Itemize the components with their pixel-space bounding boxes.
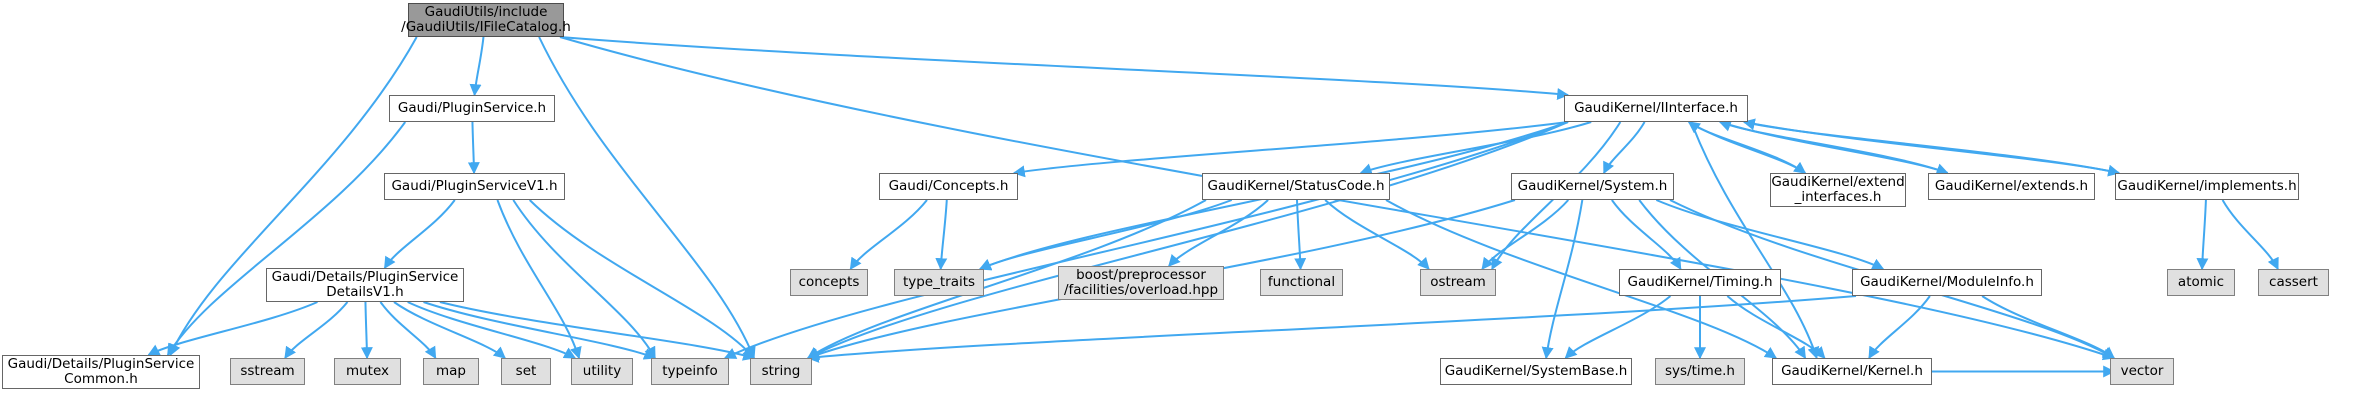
graph-edge-pluginservice-to-pluginservicev1 — [467, 121, 480, 175]
graph-node-pluginservicev1[interactable]: Gaudi/PluginServiceV1.h — [384, 173, 565, 200]
graph-edge-iinterface-to-kernel_h — [1690, 121, 1820, 360]
graph-edge-ifilecatalog-to-pluginservice — [469, 36, 485, 97]
graph-edge-timing_h-to-kernel_h — [1726, 295, 1826, 359]
graph-node-set[interactable]: set — [501, 358, 551, 385]
graph-node-sstream[interactable]: sstream — [230, 358, 305, 385]
graph-edge-psdetailsv1-to-set — [393, 301, 506, 359]
graph-edge-iinterface-to-extend_if — [1688, 121, 1807, 174]
graph-node-moduleinfo_h[interactable]: GaudiKernel/ModuleInfo.h — [1852, 269, 2042, 296]
graph-node-concepts[interactable]: concepts — [790, 269, 868, 296]
graph-edge-implements_h-to-iinterface — [1742, 118, 2120, 174]
graph-edge-pluginservicev1-to-string — [528, 199, 755, 359]
graph-edge-iinterface-to-implements_h — [1743, 121, 2121, 177]
graph-edge-psdetailsv1-to-sstream — [284, 301, 349, 359]
graph-edge-psdetailsv1-to-string — [439, 301, 756, 361]
graph-node-pscommon[interactable]: Gaudi/Details/PluginService Common.h — [2, 355, 200, 389]
graph-node-concepts_h[interactable]: Gaudi/Concepts.h — [879, 173, 1018, 200]
graph-node-ifilecatalog[interactable]: GaudiUtils/include /GaudiUtils/IFileCata… — [401, 3, 571, 37]
graph-edge-moduleinfo_h-to-string — [806, 295, 1857, 363]
graph-edge-system_h-to-moduleinfo_h — [1655, 199, 1885, 270]
graph-edge-statuscode-to-type_traits — [978, 199, 1233, 270]
graph-node-system_h[interactable]: GaudiKernel/System.h — [1511, 173, 1674, 200]
graph-edge-pluginservicev1-to-psdetailsv1 — [383, 199, 456, 270]
graph-node-implements_h[interactable]: GaudiKernel/implements.h — [2115, 173, 2299, 200]
graph-edge-system_h-to-timing_h — [1611, 199, 1682, 271]
graph-edge-implements_h-to-cassert — [2221, 199, 2279, 271]
graph-edge-psdetailsv1-to-pscommon — [147, 301, 318, 356]
graph-edge-extends_h-to-iinterface — [1718, 120, 1948, 174]
graph-node-psdetailsv1[interactable]: Gaudi/Details/PluginService DetailsV1.h — [266, 268, 464, 302]
graph-node-systembase[interactable]: GaudiKernel/SystemBase.h — [1440, 358, 1632, 385]
graph-node-vector[interactable]: vector — [2110, 358, 2174, 385]
graph-edge-iinterface-to-extends_h — [1719, 121, 1949, 175]
graph-edge-iinterface-to-system_h — [1603, 121, 1646, 175]
graph-node-map[interactable]: map — [423, 358, 479, 385]
graph-edge-iinterface-to-typeinfo — [723, 121, 1569, 359]
graph-edge-moduleinfo_h-to-vector — [1981, 295, 2115, 359]
graph-edge-psdetailsv1-to-mutex — [360, 301, 373, 360]
graph-node-atomic[interactable]: atomic — [2167, 269, 2235, 296]
graph-node-mutex[interactable]: mutex — [334, 358, 401, 385]
graph-edge-extend_if-to-iinterface — [1687, 121, 1806, 174]
graph-edge-implements_h-to-atomic — [2196, 199, 2209, 271]
graph-edge-psdetailsv1-to-utility — [407, 301, 577, 359]
graph-node-cassert[interactable]: cassert — [2258, 269, 2329, 296]
graph-edge-pluginservice-to-pscommon — [166, 121, 407, 357]
graph-edge-pluginservicev1-to-utility — [496, 199, 582, 360]
graph-node-iinterface[interactable]: GaudiKernel/IInterface.h — [1564, 95, 1748, 122]
graph-node-extend_if[interactable]: GaudiKernel/extend _interfaces.h — [1770, 173, 1906, 207]
graph-node-statuscode[interactable]: GaudiKernel/StatusCode.h — [1202, 173, 1390, 200]
graph-edge-iinterface-to-statuscode — [1359, 121, 1592, 175]
graph-edge-timing_h-to-systembase — [1564, 295, 1672, 359]
graph-edge-concepts_h-to-concepts — [849, 199, 928, 270]
graph-node-extends_h[interactable]: GaudiKernel/extends.h — [1928, 173, 2095, 200]
graph-edge-ifilecatalog-to-pscommon — [169, 36, 418, 357]
graph-edge-psdetailsv1-to-typeinfo — [423, 301, 657, 360]
graph-edge-concepts_h-to-type_traits — [935, 199, 948, 271]
graph-node-string[interactable]: string — [750, 358, 812, 385]
graph-edge-statuscode-to-ostream — [1324, 199, 1430, 270]
graph-edge-iinterface-to-concepts_h — [1012, 121, 1569, 178]
graph-edge-ifilecatalog-to-iinterface — [559, 36, 1570, 100]
graph-node-typeinfo[interactable]: typeinfo — [651, 358, 729, 385]
graph-edge-statuscode-to-boost_overload — [1168, 199, 1269, 267]
graph-node-utility[interactable]: utility — [571, 358, 633, 385]
graph-edge-statuscode-to-functional — [1294, 199, 1307, 271]
graph-edge-iinterface-to-string — [806, 121, 1569, 359]
graph-node-pluginservice[interactable]: Gaudi/PluginService.h — [389, 95, 555, 122]
graph-edge-moduleinfo_h-to-kernel_h — [1868, 295, 1931, 360]
graph-edge-system_h-to-ostream — [1481, 199, 1570, 270]
graph-edge-pluginservicev1-to-typeinfo — [512, 199, 656, 360]
graph-node-kernel_h[interactable]: GaudiKernel/Kernel.h — [1772, 358, 1932, 385]
graph-node-ostream[interactable]: ostream — [1420, 269, 1496, 296]
graph-node-type_traits[interactable]: type_traits — [894, 269, 984, 296]
graph-node-functional[interactable]: functional — [1260, 269, 1343, 296]
graph-node-systime[interactable]: sys/time.h — [1655, 358, 1745, 385]
graph-edge-system_h-to-systembase — [1541, 199, 1584, 360]
graph-edge-ifilecatalog-to-string — [538, 36, 756, 360]
graph-edge-psdetailsv1-to-map — [379, 301, 437, 360]
graph-node-boost_overload[interactable]: boost/preprocessor /facilities/overload.… — [1058, 266, 1224, 300]
graph-node-timing_h[interactable]: GaudiKernel/Timing.h — [1619, 269, 1781, 296]
